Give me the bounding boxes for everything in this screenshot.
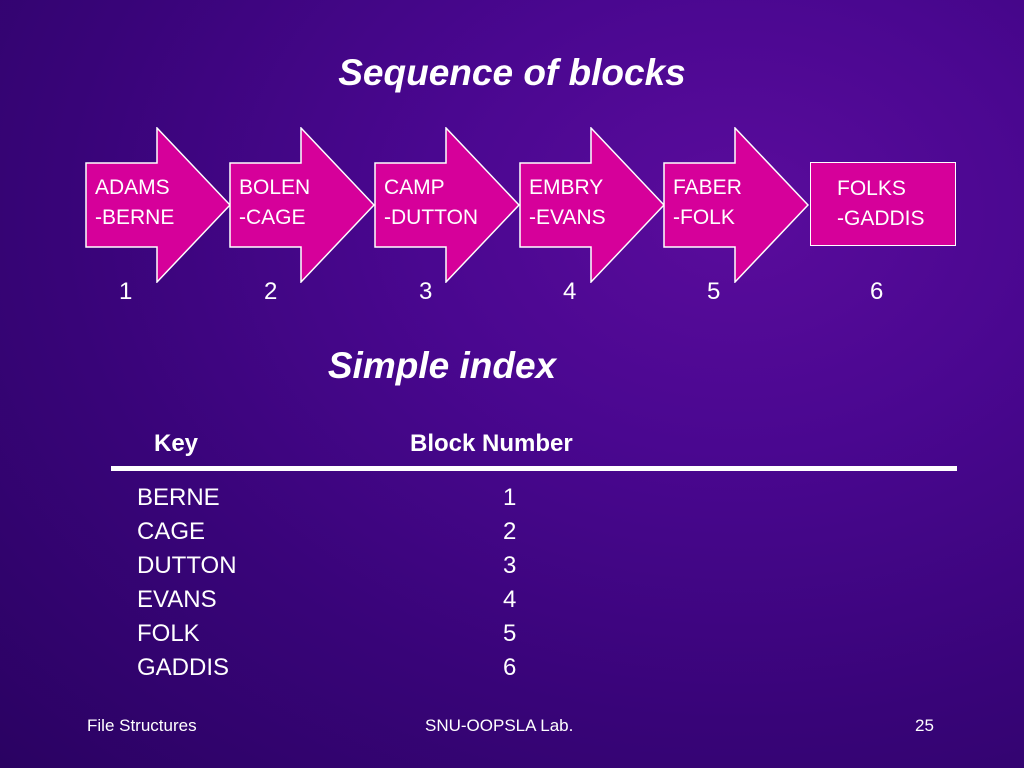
block-1-end-key: -BERNE (95, 206, 175, 229)
index-key: FOLK (137, 620, 200, 647)
index-block-number: 2 (503, 518, 517, 545)
index-block-number: 6 (503, 654, 517, 681)
block-number-5: 5 (707, 278, 721, 305)
block-arrow-1: ADAMS -BERNE (85, 127, 231, 283)
block-1-start-key: ADAMS (95, 176, 170, 199)
block-number-6: 6 (870, 278, 884, 305)
arrow-shape (229, 127, 375, 283)
block-3-start-key: CAMP (384, 176, 445, 199)
block-arrow-4: EMBRY -EVANS (519, 127, 665, 283)
block-arrow-2: BOLEN -CAGE (229, 127, 375, 283)
key-column-header: Key (154, 430, 199, 457)
index-block-number: 1 (503, 484, 517, 511)
block-6-end-key: -GADDIS (837, 207, 925, 230)
block-rect-6: FOLKS -GADDIS (810, 162, 956, 246)
block-number-column-header: Block Number (410, 430, 573, 457)
header-rule (111, 466, 957, 471)
footer-lab: SNU-OOPSLA Lab. (425, 716, 574, 735)
block-3-end-key: -DUTTON (384, 206, 479, 229)
block-2-start-key: BOLEN (239, 176, 311, 199)
block-arrow-3: CAMP -DUTTON (374, 127, 520, 283)
index-block-number: 3 (503, 552, 517, 579)
arrow-shape (519, 127, 665, 283)
block-number-3: 3 (419, 278, 433, 305)
index-block-number: 4 (503, 586, 517, 613)
block-5-end-key: -FOLK (673, 206, 735, 229)
index-title: Simple index (327, 345, 557, 386)
slide-title: Sequence of blocks (338, 52, 686, 93)
block-number-column: 1 2 3 4 5 6 (503, 481, 516, 685)
key-column: BERNE CAGE DUTTON EVANS FOLK GADDIS (137, 481, 237, 685)
block-4-start-key: EMBRY (529, 176, 604, 199)
page-number: 25 (915, 716, 934, 735)
index-key: CAGE (137, 518, 206, 545)
index-block-number: 5 (503, 620, 517, 647)
block-5-start-key: FABER (673, 176, 742, 199)
block-number-4: 4 (563, 278, 577, 305)
block-number-1: 1 (119, 278, 133, 305)
block-4-end-key: -EVANS (529, 206, 606, 229)
block-6-start-key: FOLKS (837, 177, 906, 200)
arrow-shape (374, 127, 520, 283)
index-key: DUTTON (137, 552, 237, 579)
block-number-2: 2 (264, 278, 278, 305)
footer-course: File Structures (87, 716, 197, 735)
index-key: EVANS (137, 586, 217, 613)
arrow-shape (663, 127, 809, 283)
block-2-end-key: -CAGE (239, 206, 306, 229)
block-arrow-5: FABER -FOLK (663, 127, 809, 283)
index-key: GADDIS (137, 654, 230, 681)
index-key: BERNE (137, 484, 220, 511)
arrow-shape (85, 127, 231, 283)
